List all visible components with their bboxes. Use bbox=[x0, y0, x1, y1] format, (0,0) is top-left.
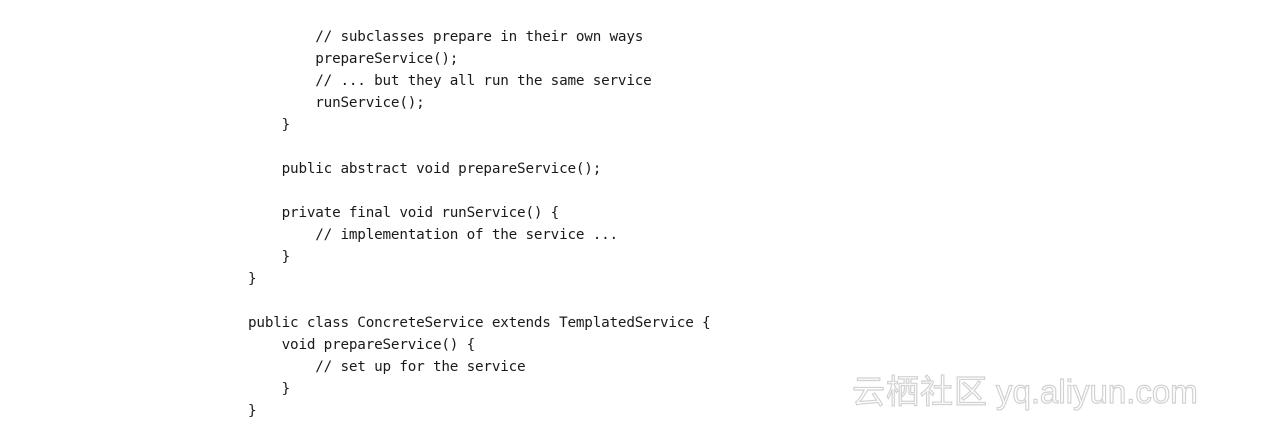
code-listing: // subclasses prepare in their own ways … bbox=[248, 26, 711, 422]
code-line: } bbox=[248, 117, 291, 133]
code-line: public abstract void prepareService(); bbox=[248, 161, 602, 177]
code-line: } bbox=[248, 381, 291, 397]
code-line: // implementation of the service ... bbox=[248, 227, 618, 243]
watermark-cjk-text: 云栖社区 bbox=[851, 372, 988, 410]
code-line: } bbox=[248, 271, 257, 287]
code-line: void prepareService() { bbox=[248, 337, 476, 353]
code-line: // subclasses prepare in their own ways bbox=[248, 29, 644, 45]
code-line: } bbox=[248, 249, 291, 265]
code-line: runService(); bbox=[248, 95, 425, 111]
watermark-domain-text: yq.aliyun.com bbox=[995, 372, 1198, 410]
code-line bbox=[248, 290, 710, 312]
code-line: public class ConcreteService extends Tem… bbox=[248, 315, 711, 331]
code-line: // set up for the service bbox=[248, 359, 526, 375]
code-line: prepareService(); bbox=[248, 51, 459, 67]
code-line bbox=[248, 180, 710, 202]
code-line: } bbox=[248, 403, 257, 419]
code-line: // ... but they all run the same service bbox=[248, 73, 652, 89]
code-line: private final void runService() { bbox=[248, 205, 560, 221]
code-line bbox=[248, 136, 710, 158]
